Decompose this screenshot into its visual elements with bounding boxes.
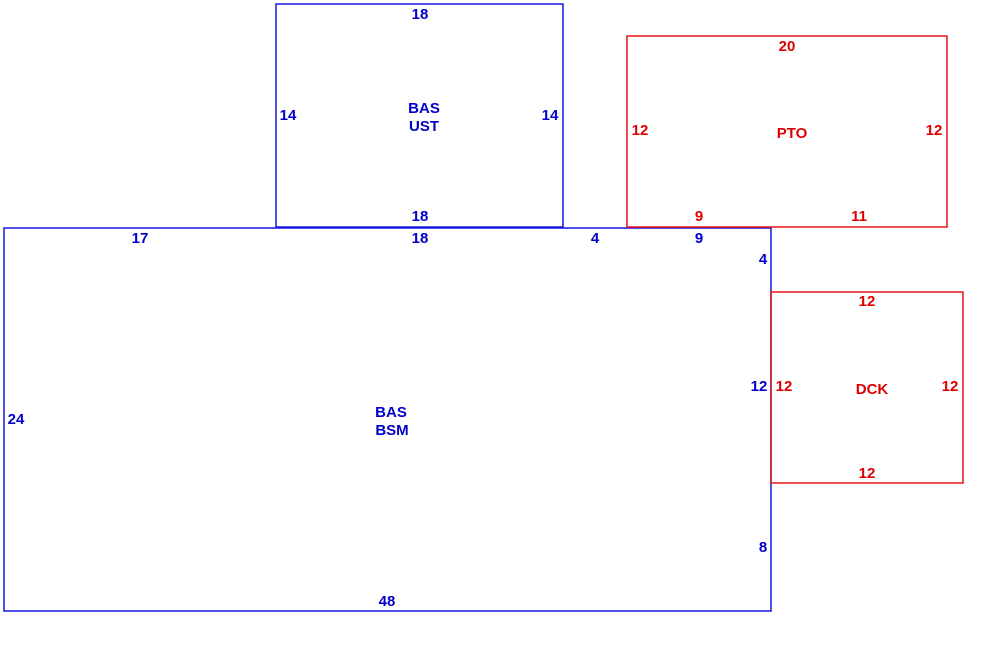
dck-code: DCK — [856, 381, 889, 398]
pto-left-dimension: 12 — [632, 122, 649, 139]
dck-top-dimension: 12 — [859, 293, 876, 310]
bas-bsm-left-dimension: 24 — [8, 411, 25, 428]
pto-bottom-left-dimension: 9 — [695, 208, 703, 225]
bas-bsm-right-upper-dimension: 4 — [759, 251, 768, 268]
bas-ust-bottom-dimension: 18 — [412, 208, 429, 225]
pto-right-dimension: 12 — [926, 122, 943, 139]
bas-ust-top-dimension: 18 — [412, 6, 429, 23]
bas-bsm-bottom-dimension: 48 — [379, 593, 396, 610]
bas-ust-right-dimension: 14 — [542, 107, 559, 124]
pto-bottom-right-dimension: 11 — [851, 208, 867, 225]
pto-outline — [626, 35, 948, 228]
bas-bsm-top-gap-dimension: 4 — [591, 230, 600, 247]
bas-bsm-code-line2: BSM — [375, 422, 408, 439]
bas-ust-code-line2: UST — [409, 118, 439, 135]
bas-ust-outline — [275, 3, 564, 228]
bas-bsm-top-mid-dimension: 18 — [412, 230, 429, 247]
pto-code: PTO — [777, 125, 808, 142]
bas-ust-code-line1: BAS — [408, 100, 440, 117]
bas-ust-left-dimension: 14 — [280, 107, 297, 124]
bas-bsm-right-lower-dimension: 8 — [759, 539, 767, 556]
bas-bsm-top-right-dimension: 9 — [695, 230, 703, 247]
bas-bsm-top-left-dimension: 17 — [132, 230, 149, 247]
dck-bottom-dimension: 12 — [859, 465, 876, 482]
pto-top-dimension: 20 — [779, 38, 796, 55]
dck-right-dimension: 12 — [942, 378, 959, 395]
bas-bsm-right-mid-dimension: 12 — [751, 378, 768, 395]
dck-outline — [770, 291, 964, 484]
bas-bsm-code-line1: BAS — [375, 404, 407, 421]
dck-left-dimension: 12 — [776, 378, 793, 395]
